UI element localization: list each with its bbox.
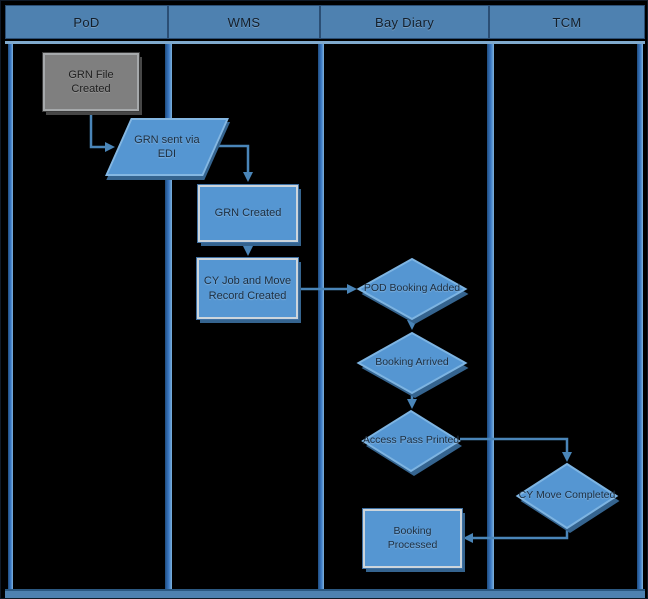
lane-border-right [637, 44, 643, 591]
node-label-cy-move-completed: CY Move Completed [518, 489, 616, 502]
lane-header-wms: WMS [169, 6, 321, 38]
node-label-access-pass-printed: Access Pass Printed [362, 434, 460, 447]
swimlane-header: PoD WMS Bay Diary TCM [5, 5, 645, 39]
node-cy-job-move-record-created[interactable]: CY Job and Move Record Created [197, 258, 298, 319]
node-label: GRN sent via EDI [134, 133, 200, 160]
arrow-accesspass-to-cymove [460, 437, 572, 462]
node-pod-booking-added[interactable] [356, 257, 469, 324]
node-grn-file-created[interactable]: GRN File Created [43, 53, 139, 111]
node-label: Booking Processed [387, 524, 438, 551]
node-booking-arrived[interactable] [356, 331, 469, 398]
lane-divider-baydiary-tcm [487, 44, 494, 591]
lane-header-bay-diary: Bay Diary [321, 6, 490, 38]
lane-border-left [8, 44, 13, 591]
arrow-grnfile-to-edi [89, 111, 115, 152]
header-underline [5, 41, 645, 44]
node-access-pass-printed[interactable] [361, 409, 462, 476]
arrow-cymove-to-processed [463, 529, 569, 543]
swimlane-bottom-border [5, 589, 645, 598]
node-label: GRN Created [214, 207, 282, 220]
lane-divider-wms-baydiary [318, 44, 324, 591]
node-grn-created[interactable]: GRN Created [198, 185, 298, 242]
node-booking-processed[interactable]: Booking Processed [363, 509, 462, 568]
node-label: GRN File Created [68, 68, 114, 95]
lane-divider-pod-wms [165, 44, 172, 591]
lane-header-tcm: TCM [552, 14, 582, 30]
lane-header-pod: PoD [6, 6, 169, 38]
node-label: CY Job and Move Record Created [203, 275, 292, 302]
node-label-booking-arrived: Booking Arrived [375, 356, 449, 369]
node-label-pod-booking-added: POD Booking Added [363, 282, 461, 295]
arrow-edi-to-grncreated [216, 144, 253, 182]
node-cy-move-completed[interactable] [515, 462, 620, 533]
